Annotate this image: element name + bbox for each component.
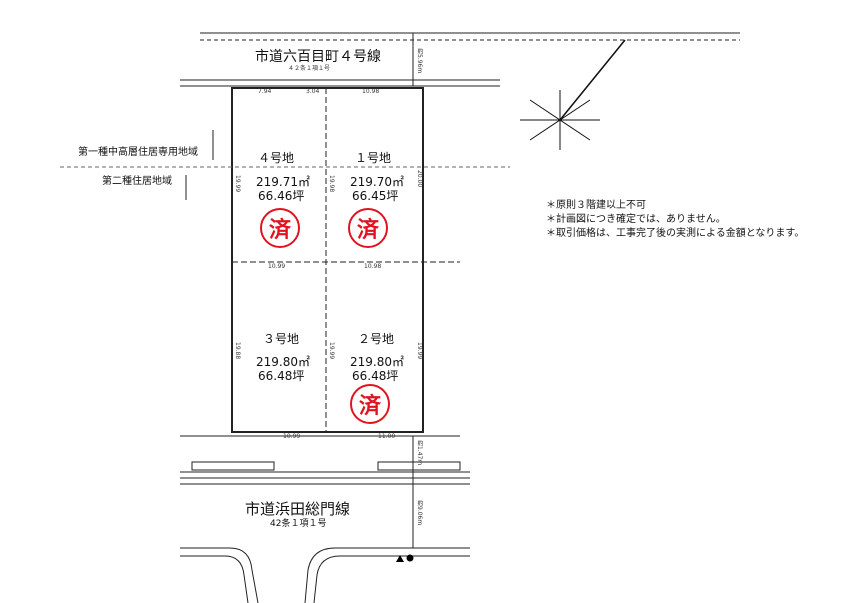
dim-side: 19.88	[234, 342, 241, 360]
north-compass-icon	[520, 39, 626, 150]
south-road-name: 市道浜田総門線	[245, 500, 351, 518]
plot-2-area-m2: 219.80㎡	[350, 355, 404, 369]
dim-mid-right: 10.98	[364, 263, 382, 270]
plot-2-label: ２号地	[358, 332, 395, 346]
south-road-width: 約9.06m	[416, 500, 423, 526]
dim-bottom-right: 11.00	[378, 433, 396, 440]
sold-stamp: 済	[348, 208, 388, 248]
plot-4-label: ４号地	[258, 151, 295, 165]
note: ＊取引価格は、工事完了後の実測による金額となります。	[546, 228, 805, 239]
plot-1-area-tsubo: 66.45坪	[352, 189, 399, 203]
south-road-clause: 42条１項１号	[270, 519, 327, 529]
plot-2-area-tsubo: 66.48坪	[352, 369, 399, 383]
dim-top-mid: 3.04	[306, 88, 320, 95]
north-road-clause: ４２条１項１号	[288, 65, 331, 72]
plot-3-area-m2: 219.80㎡	[256, 355, 310, 369]
sold-stamp: 済	[260, 208, 300, 248]
dim-side: 19.98	[328, 175, 335, 193]
north-road-name: 市道六百目町４号線	[255, 49, 381, 65]
plot-3-label: ３号地	[263, 332, 300, 346]
note: ＊原則３階建以上不可	[546, 200, 646, 211]
dim-bottom-left: 10.99	[283, 433, 301, 440]
plot-1-label: １号地	[355, 151, 392, 165]
plot-1-area-m2: 219.70㎡	[350, 175, 404, 189]
zone-upper: 第一種中高層住居専用地域	[78, 147, 198, 158]
plot-3-area-tsubo: 66.48坪	[258, 369, 305, 383]
dim-side: 20.00	[416, 170, 423, 188]
zone-lower: 第二種住居地域	[102, 176, 172, 187]
dim-mid-left: 10.99	[268, 263, 286, 270]
plot-4-area-tsubo: 66.46坪	[258, 189, 305, 203]
dim-side: 19.99	[234, 175, 241, 193]
plot-4-area-m2: 219.71㎡	[256, 175, 310, 189]
dim-top-right: 10.98	[362, 88, 380, 95]
dim-top-left: 7.94	[258, 88, 272, 95]
dim-side: 19.99	[416, 342, 423, 360]
sold-stamp: 済	[350, 384, 390, 424]
note: ＊計画図につき確定では、ありません。	[546, 214, 726, 225]
north-road-width: 約5.96m	[416, 48, 423, 74]
dim-side: 19.99	[328, 342, 335, 360]
south-setback-width: 約1.47m	[416, 440, 423, 466]
